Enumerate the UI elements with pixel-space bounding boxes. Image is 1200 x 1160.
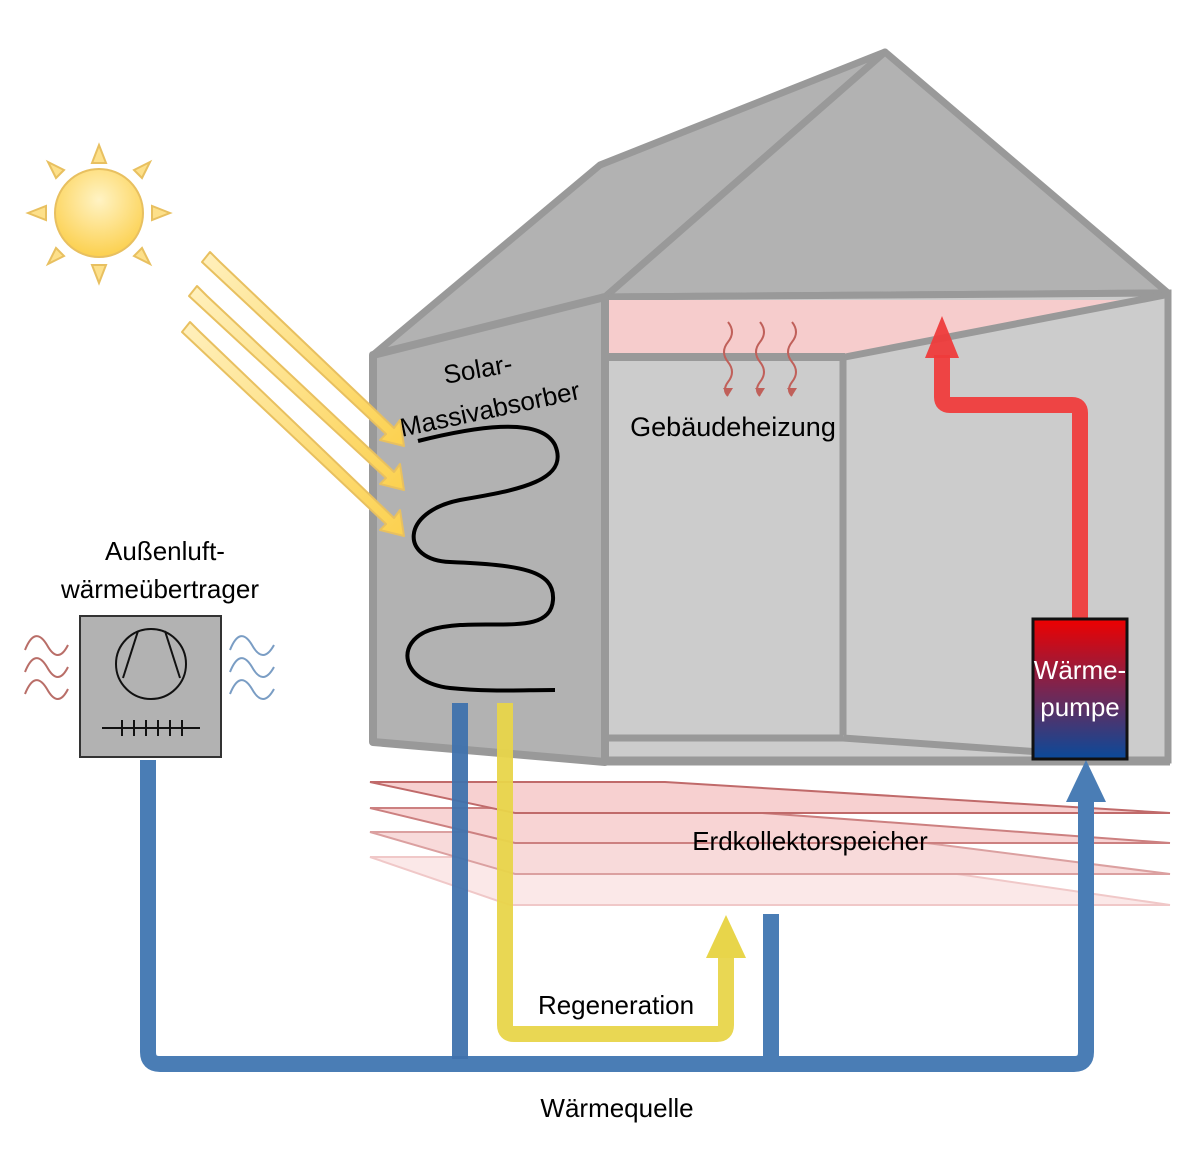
heat-source-label: Wärmequelle — [540, 1093, 693, 1123]
sun-ray-arrow-icon — [201, 251, 405, 447]
outdoor-heat-exchanger[interactable] — [79, 615, 222, 758]
regeneration-arrow-icon — [706, 915, 746, 958]
outdoor-hx-label-line1: Außenluft- — [105, 536, 225, 566]
ground-collector-storage — [369, 781, 1171, 906]
ceiling-diagonal — [844, 291, 1166, 361]
collector-layer — [369, 781, 1171, 814]
sun-icon — [25, 142, 173, 286]
ground-storage-label: Erdkollektorspeicher — [692, 826, 928, 856]
heat-pump[interactable]: Wärme- pumpe — [1031, 617, 1129, 761]
heat-pump-label-line2: pumpe — [1040, 692, 1120, 722]
sun-rays — [181, 251, 405, 537]
regeneration-flow[interactable] — [497, 703, 734, 1042]
heat-pump-inlet-arrow — [1066, 760, 1106, 802]
sun-ray-arrow-icon — [188, 285, 405, 491]
heat-source-loop[interactable] — [140, 760, 1094, 1072]
serpentine-pipe-icon — [405, 424, 560, 693]
storage-pipe[interactable] — [763, 914, 779, 1059]
heat-pump-label-line1: Wärme- — [1034, 655, 1126, 685]
house — [369, 48, 1172, 766]
heat-radiation-icon — [723, 321, 797, 397]
heating-supply-arrow-icon — [925, 316, 959, 358]
cold-air-wave-icon — [229, 635, 275, 700]
outdoor-hx-label-line2: wärmeübertrager — [60, 574, 259, 604]
floor-diagonal — [842, 734, 1041, 756]
warm-air-wave-icon — [24, 635, 69, 700]
heating-supply-flow[interactable] — [934, 355, 1088, 620]
sun-ray-arrow-icon — [181, 321, 405, 537]
regeneration-label: Regeneration — [538, 990, 694, 1020]
absorber-return-pipe[interactable] — [452, 703, 468, 1059]
compressor-fan-icon — [102, 628, 200, 736]
ceiling-heating-zone — [609, 300, 1120, 355]
building-heating-label: Gebäudeheizung — [630, 412, 836, 442]
